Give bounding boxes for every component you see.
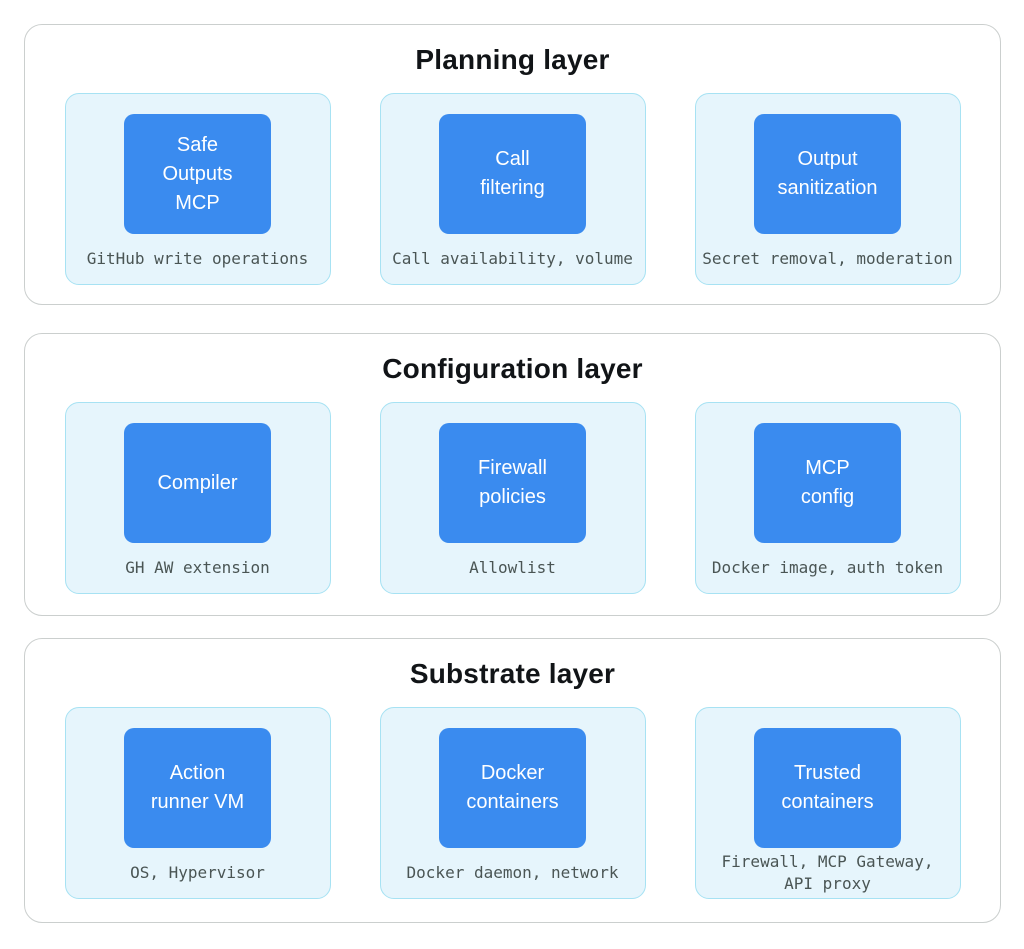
node-label: Firewall policies [478, 457, 547, 508]
card-caption: Docker daemon, network [406, 863, 619, 882]
node-label: Docker containers [466, 762, 559, 813]
card-caption: Docker image, auth token [711, 558, 944, 577]
card-action-runner-vm: Action runner VM OS, Hypervisor [64, 707, 331, 899]
card-output-sanitization: Output sanitization Secret removal, mode… [694, 93, 961, 285]
card-mcp-config: MCP config Docker image, auth token [694, 402, 961, 594]
node-label: Output sanitization [777, 148, 878, 199]
card-safe-outputs-mcp: Safe Outputs MCP GitHub write operations [64, 93, 331, 285]
card-caption: Secret removal, moderation [702, 249, 953, 268]
node-trusted-containers: Trusted containers [754, 728, 901, 848]
layer-planning: Planning layer Safe Outputs MCP GitHub w… [24, 24, 1001, 305]
layer-substrate: Substrate layer Action runner VM OS, Hyp… [24, 638, 1001, 923]
node-label: Compiler [157, 471, 238, 494]
node-compiler: Compiler [124, 423, 271, 543]
layer-substrate-cards-row: Action runner VM OS, Hypervisor Docker c… [25, 707, 1000, 899]
node-label: Trusted containers [781, 762, 874, 813]
node-docker-containers: Docker containers [439, 728, 586, 848]
node-label: Action runner VM [150, 762, 245, 813]
layer-configuration-title: Configuration layer [382, 353, 643, 384]
card-caption: Call availability, volume [392, 249, 633, 268]
node-safe-outputs-mcp: Safe Outputs MCP [124, 114, 271, 234]
node-action-runner-vm: Action runner VM [124, 728, 271, 848]
card-trusted-containers: Trusted containers Firewall, MCP Gateway… [694, 707, 961, 899]
node-output-sanitization: Output sanitization [754, 114, 901, 234]
card-caption: Firewall, MCP Gateway, API proxy [721, 852, 934, 893]
layer-substrate-title: Substrate layer [409, 658, 616, 689]
layer-planning-cards-row: Safe Outputs MCP GitHub write operations… [25, 93, 1000, 285]
card-docker-containers: Docker containers Docker daemon, network [379, 707, 646, 899]
node-label: Call filtering [480, 148, 545, 199]
node-label: Safe Outputs MCP [162, 133, 233, 214]
card-caption: GitHub write operations [86, 249, 309, 268]
node-mcp-config: MCP config [754, 423, 901, 543]
card-caption: GH AW extension [125, 558, 270, 577]
card-caption: Allowlist [469, 558, 556, 577]
card-compiler: Compiler GH AW extension [64, 402, 331, 594]
card-call-filtering: Call filtering Call availability, volume [379, 93, 646, 285]
layer-planning-title: Planning layer [415, 44, 610, 75]
node-call-filtering: Call filtering [439, 114, 586, 234]
node-firewall-policies: Firewall policies [439, 423, 586, 543]
node-label: MCP config [800, 457, 855, 508]
card-firewall-policies: Firewall policies Allowlist [379, 402, 646, 594]
layer-configuration: Configuration layer Compiler GH AW exten… [24, 333, 1001, 616]
card-caption: OS, Hypervisor [130, 863, 265, 882]
layer-configuration-cards-row: Compiler GH AW extension Firewall polici… [25, 402, 1000, 594]
